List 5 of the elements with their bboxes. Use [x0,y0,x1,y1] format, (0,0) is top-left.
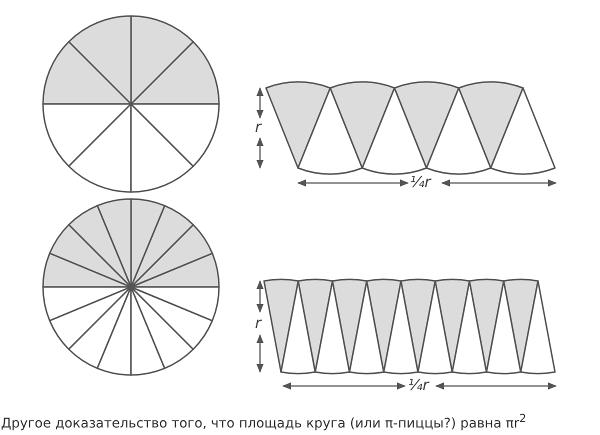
width-label: ¼r [408,378,429,393]
caption: Другое доказательство того, что площадь круга (или π-пиццы?) равна πr$^{2}$ [1,412,526,432]
width-label: ¼r [410,175,431,190]
radius-label: r [255,120,262,135]
radius-label: r [255,316,262,331]
